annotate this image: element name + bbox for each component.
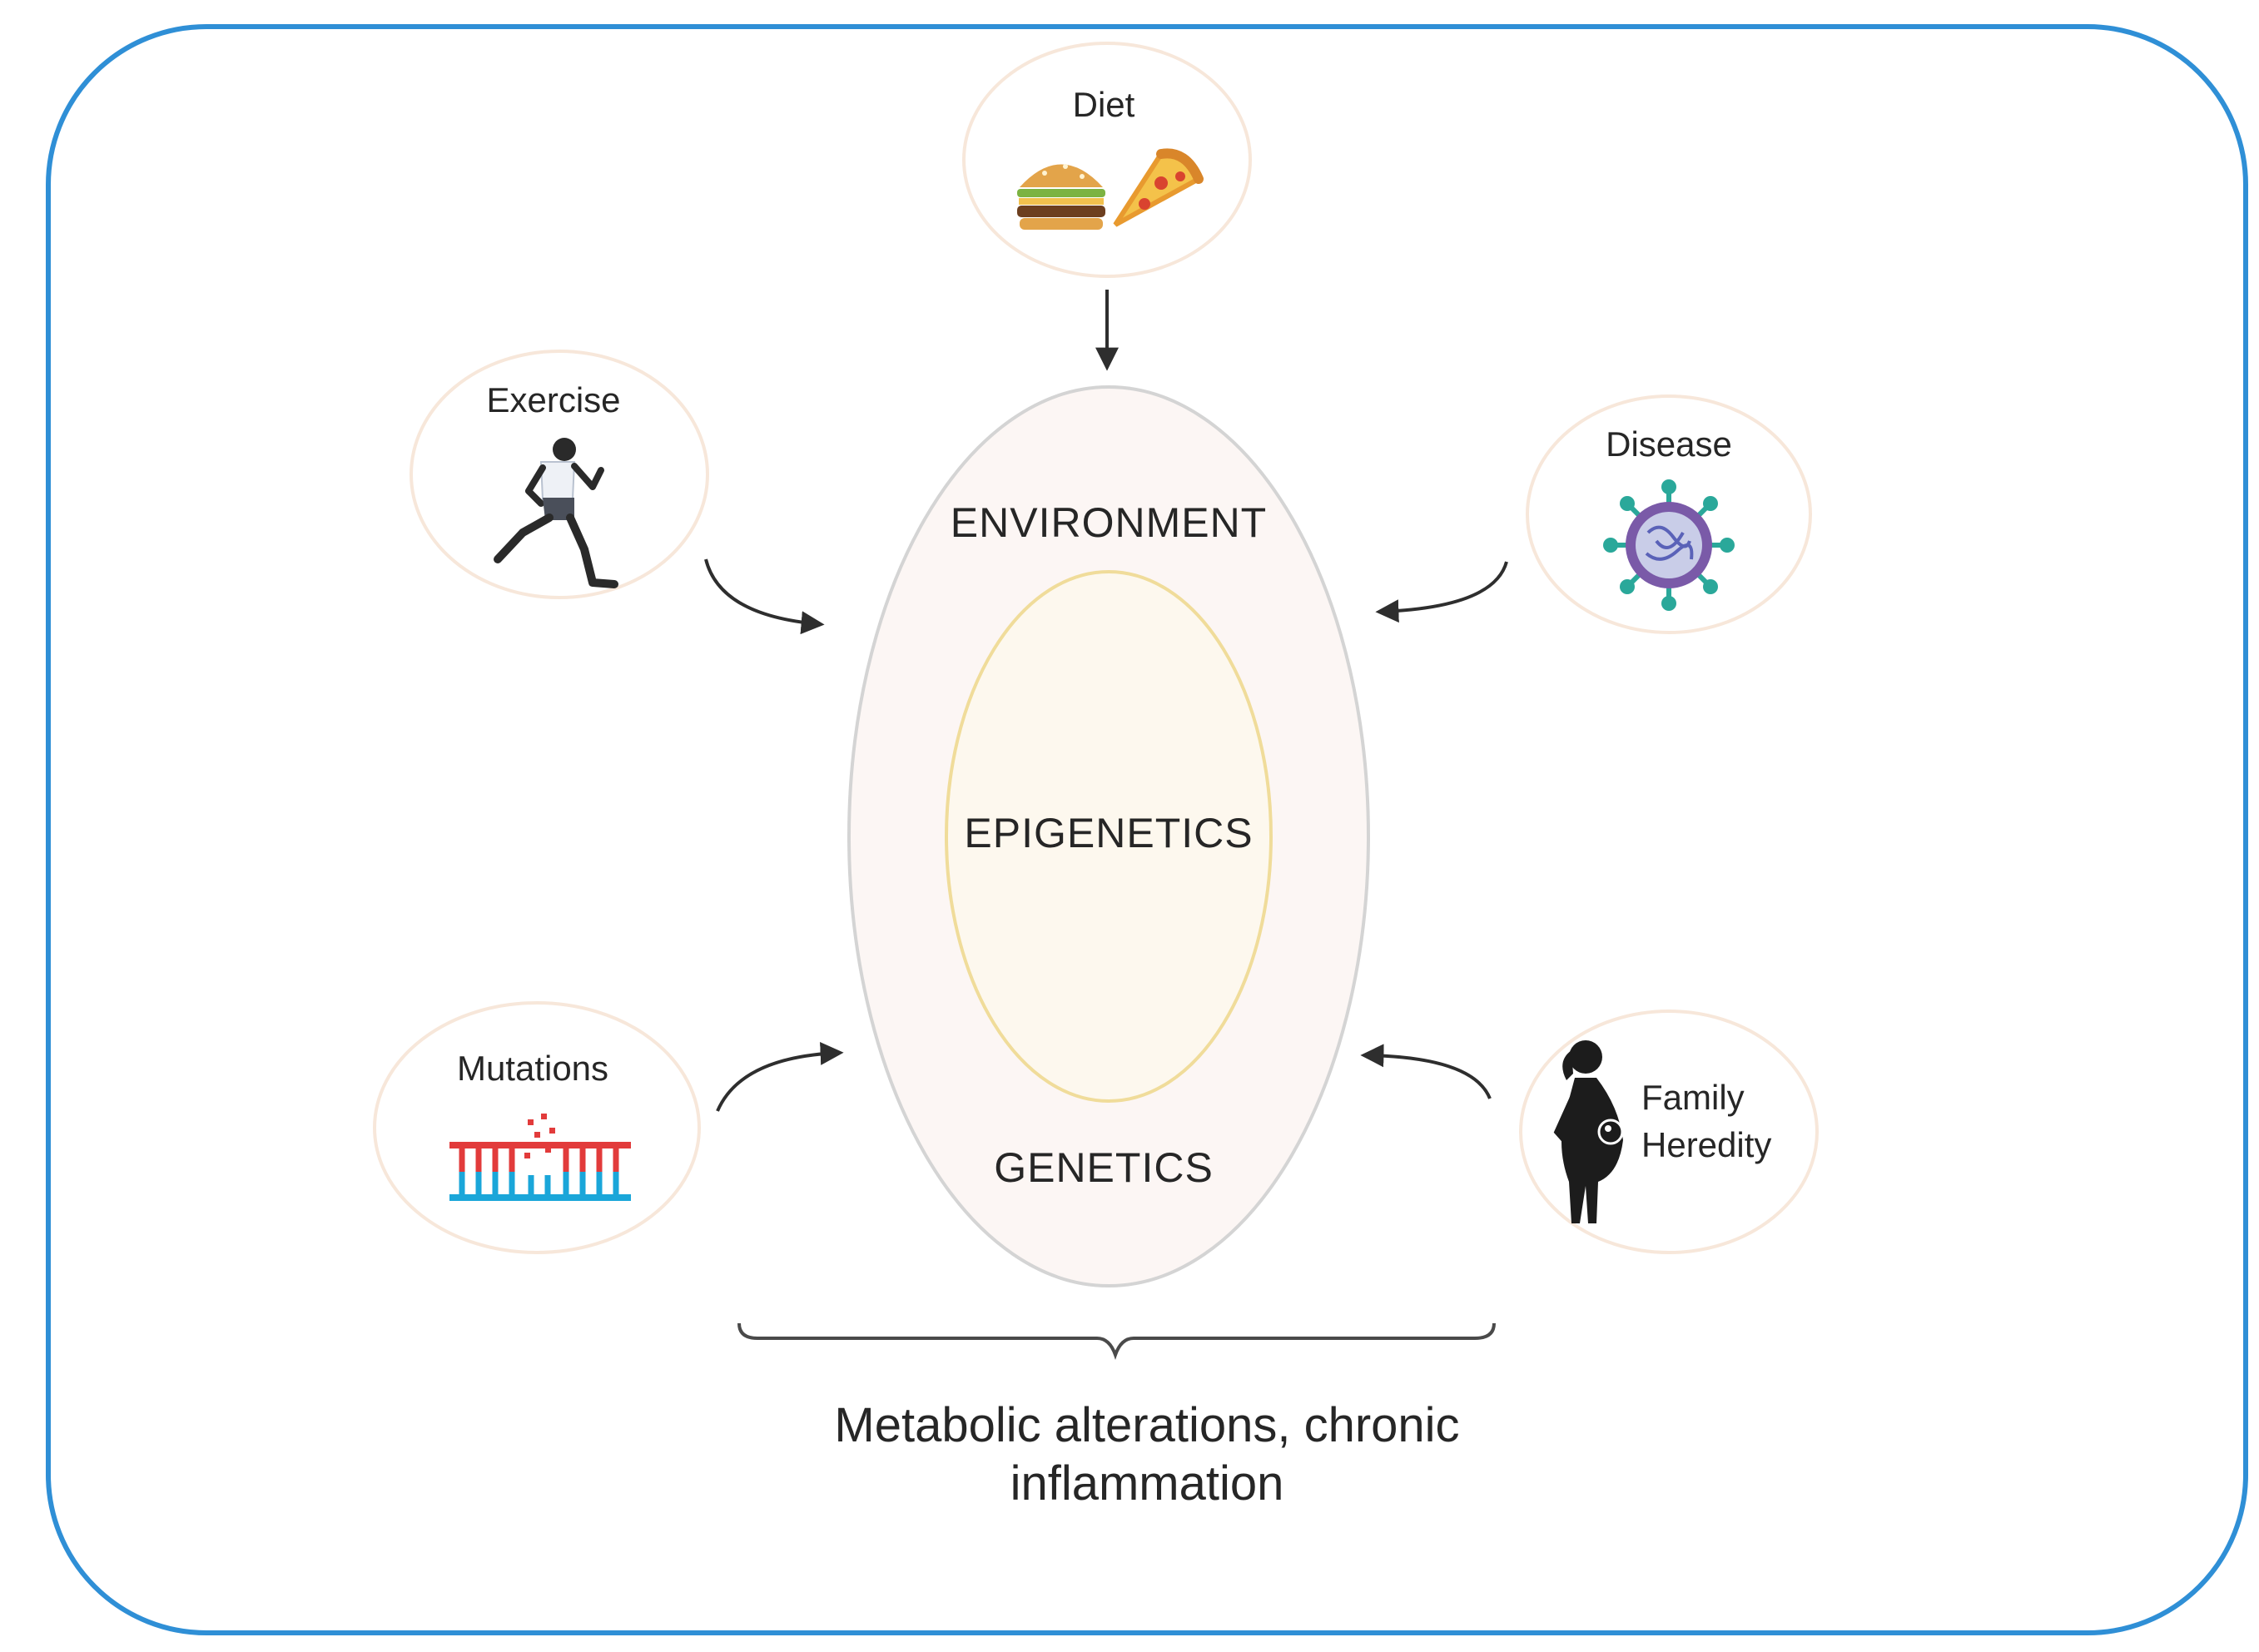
heredity-label: Heredity (1641, 1125, 1771, 1164)
pregnant-woman-icon (1553, 1040, 1624, 1223)
outcome-line-2: inflammation (1010, 1456, 1284, 1511)
epigenetics-label: EPIGENETICS (964, 810, 1253, 856)
burger-icon (1017, 164, 1105, 230)
epigenetics-ellipse (945, 570, 1273, 1103)
outcome-line-1: Metabolic alterations, chronic (834, 1398, 1459, 1452)
disease-label: Disease (1606, 424, 1732, 464)
dna-mutation-icon (449, 1114, 631, 1201)
runner-icon (494, 438, 618, 588)
arrow-disease (1375, 561, 1508, 623)
mutations-label: Mutations (457, 1049, 608, 1088)
arrow-exercise (704, 558, 825, 635)
factor-exercise: Exercise (410, 350, 709, 599)
diet-label: Diet (1073, 85, 1135, 124)
factor-mutations: Mutations (373, 1001, 701, 1254)
arrow-mutations (716, 1041, 844, 1112)
genetics-label: GENETICS (994, 1144, 1214, 1191)
factor-diet: Diet (962, 42, 1252, 278)
environment-label: ENVIRONMENT (951, 499, 1267, 546)
arrow-family (1360, 1044, 1492, 1099)
virus-icon (1603, 479, 1735, 611)
pizza-icon (1113, 148, 1204, 227)
factor-disease: Disease (1526, 394, 1812, 634)
exercise-label: Exercise (486, 380, 620, 419)
outcome-brace (737, 1322, 1496, 1361)
family-label: Family (1641, 1078, 1745, 1117)
arrows (704, 290, 1508, 1112)
factor-family-heredity: Family Heredity (1519, 1010, 1819, 1254)
